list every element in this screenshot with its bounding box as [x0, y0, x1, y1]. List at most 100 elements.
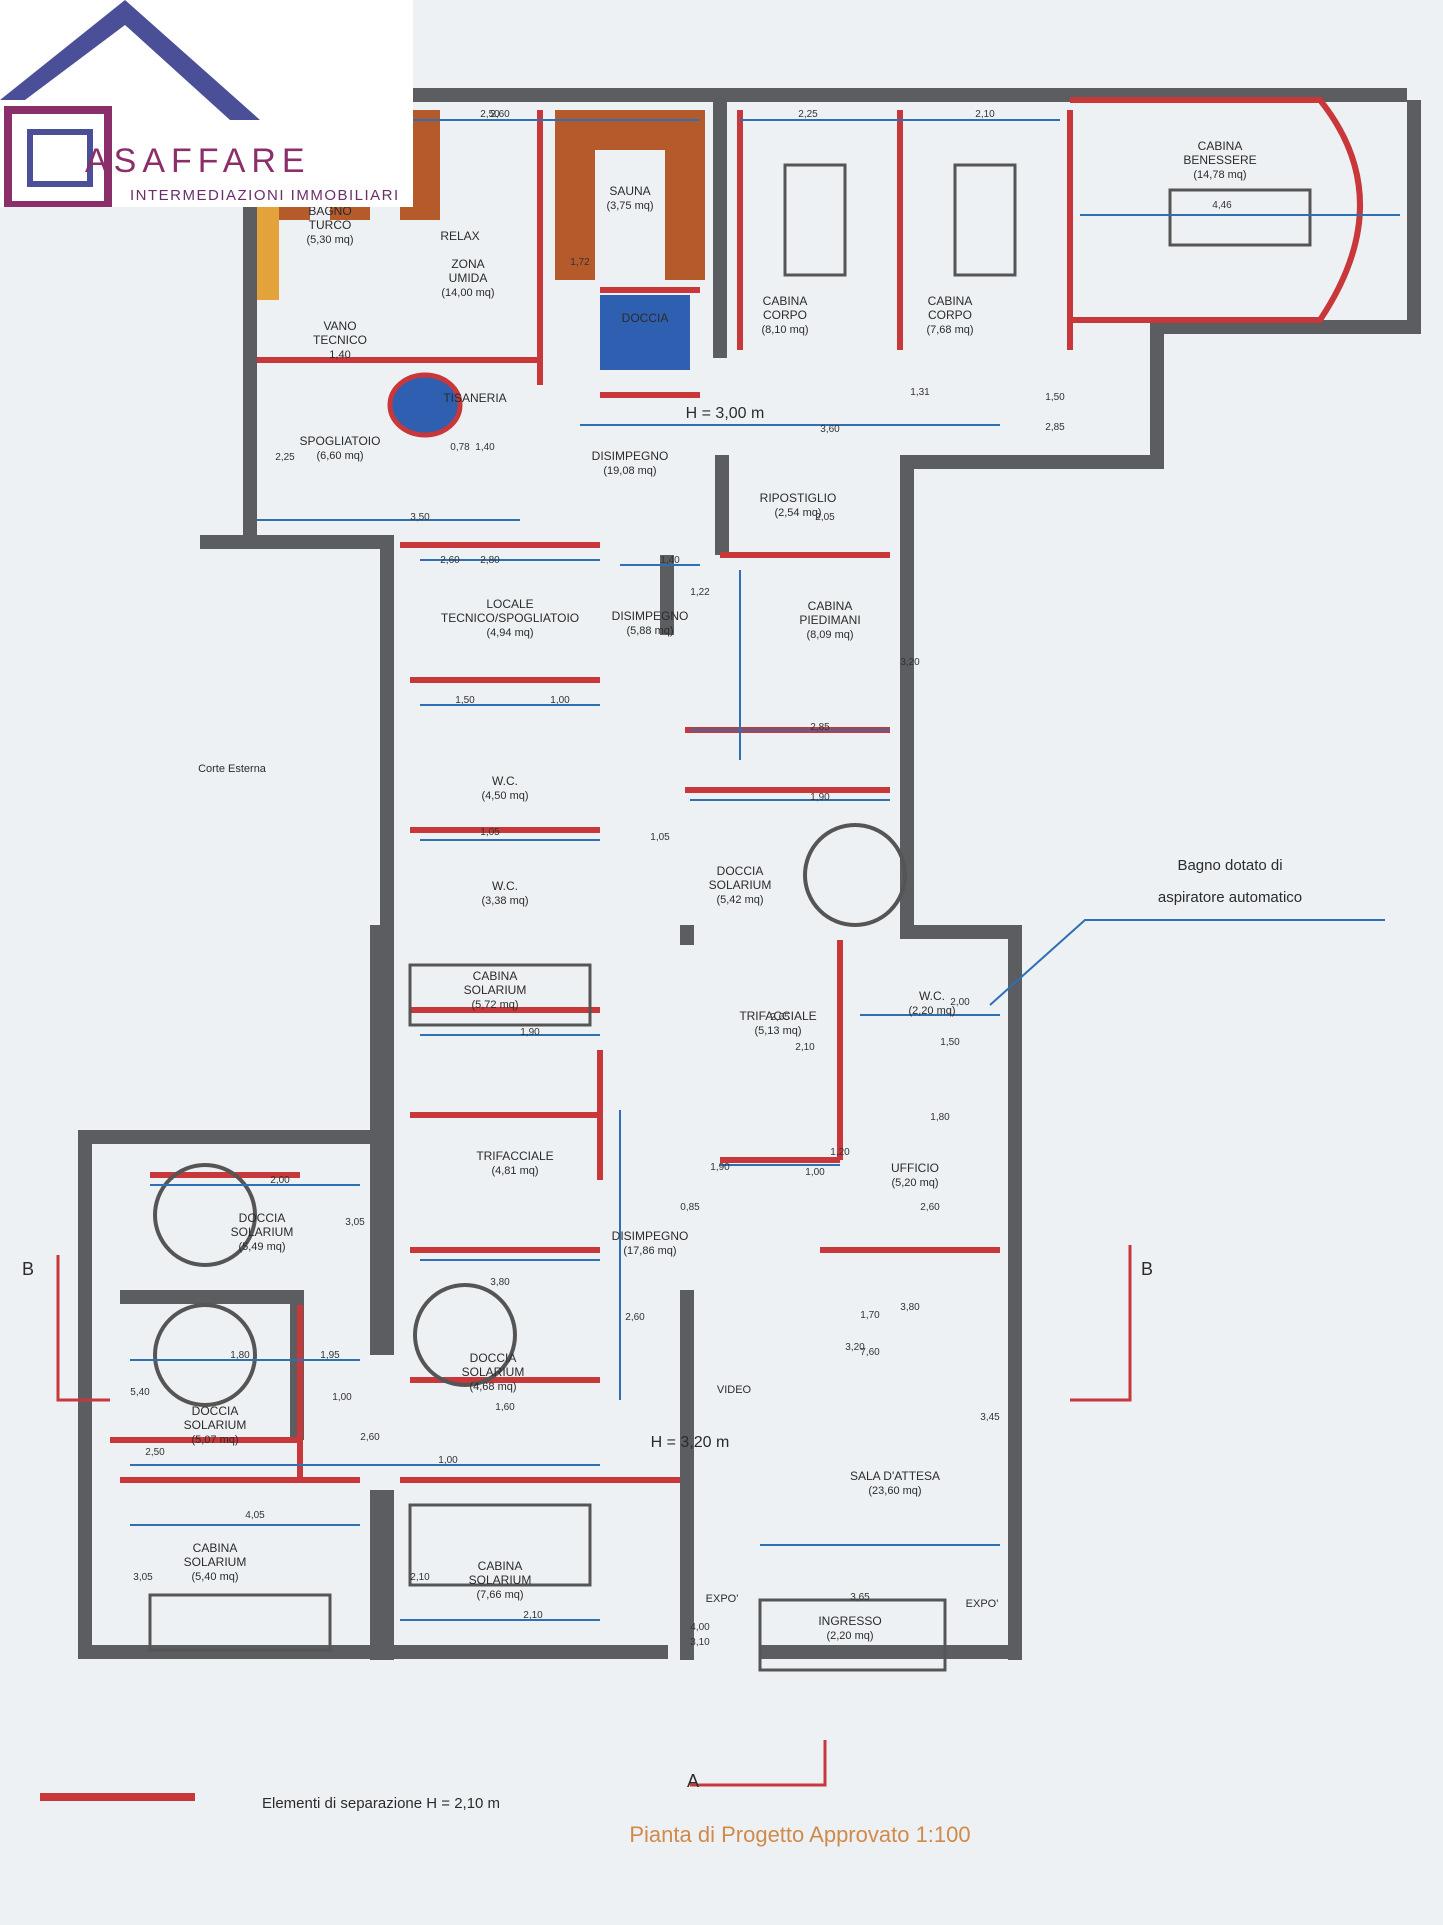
dimension-value: 1,60 [495, 1402, 515, 1413]
room-label-cabina-solarium-2: SOLARIUM [184, 1555, 247, 1569]
room-label-bagno-turco: TURCO [309, 218, 352, 232]
expo-label-left: EXPO' [706, 1593, 739, 1605]
legend-swatch [40, 1793, 195, 1801]
section-markers [56, 1245, 1132, 1787]
dimension-value: 2,50 [145, 1447, 165, 1458]
room-area-locale-tecnico: (4,94 mq) [486, 627, 533, 639]
dimension-value: 1,00 [438, 1455, 458, 1466]
room-label-zona-umida: ZONA [451, 257, 484, 271]
legend-label: Elementi di separazione H = 2,10 m [262, 1795, 500, 1812]
room-area-cabina-solarium-1: (5,72 mq) [471, 999, 518, 1011]
courtyard-label: Corte Esterna [198, 763, 267, 775]
dimension-value: 1,20 [830, 1147, 850, 1158]
dimension-value: 1,72 [570, 257, 590, 268]
dimension-value: 2,10 [795, 1042, 815, 1053]
room-area-cabina-corpo-1: (8,10 mq) [761, 324, 808, 336]
room-area-trifacciale-1: (5,13 mq) [754, 1025, 801, 1037]
room-label-cabina-solarium-3: SOLARIUM [469, 1573, 532, 1587]
room-label-cabina-piedimani: CABINA [808, 599, 853, 613]
room-area-ufficio: (5,20 mq) [891, 1177, 938, 1189]
room-height-top: H = 3,00 m [686, 405, 765, 422]
dimension-value: 3,20 [845, 1342, 865, 1353]
room-area-cabina-solarium-2: (5,40 mq) [191, 1571, 238, 1583]
dimension-value: 1,90 [520, 1027, 540, 1038]
room-area-doccia-solarium-2: (5,49 mq) [238, 1241, 285, 1253]
room-label-ingresso: INGRESSO [818, 1614, 881, 1628]
logo-brand-text: ASAFFARE [85, 142, 311, 180]
dimension-value: 1,95 [320, 1350, 340, 1361]
room-label-cabina-corpo-1: CORPO [763, 308, 807, 322]
dimension-value: 3,20 [900, 657, 920, 668]
shower-tray [600, 295, 690, 370]
room-area-wc-3: (2,20 mq) [908, 1005, 955, 1017]
dimension-value: 2,10 [523, 1610, 543, 1621]
room-label-disimpegno-3: DISIMPEGNO [612, 1229, 689, 1243]
dimension-value: 1,80 [930, 1112, 950, 1123]
room-area-cabina-piedimani: (8,09 mq) [806, 629, 853, 641]
annotation-pointer [989, 919, 1385, 1006]
tisaneria-fixture [387, 372, 463, 438]
room-label-doccia-top: DOCCIA [622, 311, 669, 325]
room-label-wc-2: W.C. [492, 879, 518, 893]
dimension-value: 4,00 [690, 1622, 710, 1633]
dimension-value: 1,00 [805, 1167, 825, 1178]
room-area-vano-tecnico: 1,40 [329, 349, 350, 361]
room-label-wc-3: W.C. [919, 989, 945, 1003]
dimension-value: 1,05 [650, 832, 670, 843]
room-label-cabina-corpo-1: CABINA [763, 294, 808, 308]
dimension-value: 2,60 [440, 555, 460, 566]
room-area-doccia-solarium-1: (5,42 mq) [716, 894, 763, 906]
room-label-cabina-corpo-2: CORPO [928, 308, 972, 322]
dimension-value: 4,46 [1212, 200, 1232, 211]
dimension-value: 1,00 [550, 695, 570, 706]
dimension-value: 2,60 [360, 1432, 380, 1443]
room-area-wc-1: (4,50 mq) [481, 790, 528, 802]
room-label-doccia-solarium-1: SOLARIUM [709, 878, 772, 892]
dimension-value: 2,85 [1045, 422, 1065, 433]
room-label-cabina-piedimani: PIEDIMANI [799, 613, 860, 627]
room-area-spogliatoio: (6,60 mq) [316, 450, 363, 462]
room-label-doccia-solarium-2: DOCCIA [239, 1211, 286, 1225]
dimension-value: 2,50 [480, 109, 500, 120]
room-label-cabina-solarium-2: CABINA [193, 1541, 238, 1555]
room-label-doccia-solarium-1: DOCCIA [717, 864, 764, 878]
logo-mark: ASAFFARE INTERMEDIAZIONI IMMOBILIARI [0, 0, 398, 209]
dimension-value: 3,65 [850, 1592, 870, 1603]
room-label-tisaneria: TISANERIA [443, 391, 506, 405]
dimension-value: 3,60 [820, 424, 840, 435]
room-label-sauna: SAUNA [609, 184, 650, 198]
dimension-value: 1,80 [230, 1350, 250, 1361]
dimension-value: 2,80 [480, 555, 500, 566]
exterior-walls [78, 88, 1421, 1660]
room-area-doccia-solarium-3: (4,68 mq) [469, 1381, 516, 1393]
dimension-value: 3,05 [133, 1572, 153, 1583]
dimension-value: 3,50 [410, 512, 430, 523]
dimension-value: 1,40 [660, 555, 680, 566]
dimension-value: 2,00 [950, 997, 970, 1008]
room-label-wc-1: W.C. [492, 774, 518, 788]
room-label-bagno-turco: BAGNO [308, 204, 351, 218]
dimension-value: 1,22 [690, 587, 710, 598]
dimension-value: 4,05 [245, 1510, 265, 1521]
plan-caption: Pianta di Progetto Approvato 1:100 [629, 1822, 970, 1847]
room-label-spogliatoio: SPOGLIATOIO [300, 434, 381, 448]
dimension-value: 1,90 [710, 1162, 730, 1173]
room-area-bagno-turco: (5,30 mq) [306, 234, 353, 246]
room-label-disimpegno-2: DISIMPEGNO [612, 609, 689, 623]
room-label-doccia-solarium-2: SOLARIUM [231, 1225, 294, 1239]
dimension-value: 3,05 [345, 1217, 365, 1228]
bathroom-note-line2: aspiratore automatico [1158, 889, 1302, 906]
benessere-curve [1070, 97, 1363, 323]
dimension-value: 7,60 [860, 1347, 880, 1358]
dimension-value: 1,31 [910, 387, 930, 398]
room-label-vano-tecnico: TECNICO [313, 333, 367, 347]
dimension-value: 1,05 [480, 827, 500, 838]
dimension-value: 3,80 [490, 1277, 510, 1288]
video-label: VIDEO [717, 1384, 752, 1396]
section-marker-a: A [687, 1771, 699, 1791]
room-label-doccia-solarium-3: SOLARIUM [462, 1365, 525, 1379]
room-label-locale-tecnico: TECNICO/SPOGLIATOIO [441, 611, 579, 625]
cabin-beds [148, 163, 1017, 1652]
dimension-value: 3,45 [980, 1412, 1000, 1423]
